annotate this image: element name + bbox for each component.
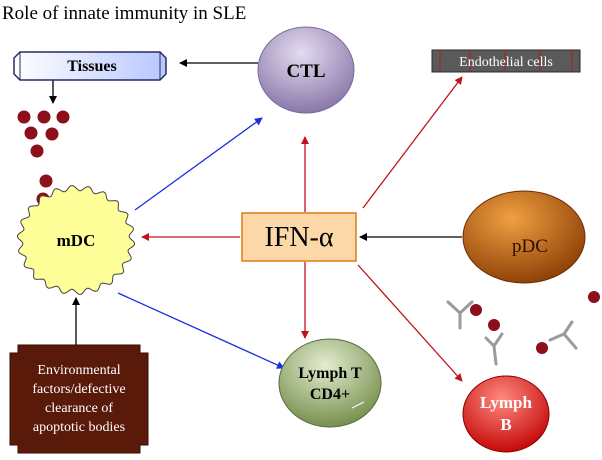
arrow-ifn-to-lymph-b	[357, 264, 463, 382]
tissues-box: Tissues	[13, 51, 167, 81]
antibody-icon	[548, 320, 578, 350]
environment-label-line1: Environmental	[37, 363, 120, 378]
antigen-particle	[536, 342, 548, 354]
arrow-mdc-to-ctl	[134, 117, 263, 211]
apoptotic-body	[39, 174, 53, 188]
antigen-particle	[488, 319, 500, 331]
antibody-icon	[484, 332, 504, 366]
arrow-mdc-to-lymph-t	[117, 292, 285, 369]
antigen-particle	[588, 291, 600, 303]
mdc-label: mDC	[57, 231, 96, 250]
ifn-alpha-box: IFN-α	[241, 212, 357, 262]
mdc-node: mDC	[16, 185, 136, 295]
diagram-title: Role of innate immunity in SLE	[2, 3, 246, 24]
apoptotic-body	[45, 127, 59, 141]
apoptotic-body	[17, 110, 31, 124]
ctl-node: CTL	[257, 26, 355, 114]
arrow-ifn-to-endothelial	[362, 76, 463, 209]
lymph-b-label-line2: B	[500, 415, 511, 434]
antigen-particle	[470, 304, 482, 316]
antibodies-group	[446, 300, 578, 366]
lymph-b-node: Lymph B	[462, 375, 550, 453]
environment-label-line3: clearance of	[45, 401, 113, 416]
apoptotic-body	[56, 110, 70, 124]
antigens-group	[470, 291, 600, 354]
ctl-label: CTL	[286, 61, 325, 82]
pdc-node: pDC	[462, 190, 586, 284]
environmental-factors-box: Environmental factors/defective clearanc…	[9, 344, 149, 454]
environment-label-line4: apoptotic bodies	[33, 420, 125, 435]
pdc-label: pDC	[512, 236, 548, 257]
lymph-t-node: Lymph T CD4+	[278, 338, 382, 428]
apoptotic-body	[37, 110, 51, 124]
receptor-mark	[351, 401, 365, 409]
endothelial-cells-box: Endothelial cells	[431, 49, 581, 73]
lymph-t-label-line2: CD4+	[310, 386, 350, 403]
lymph-b-label-line1: Lymph	[480, 393, 533, 412]
tissues-label: Tissues	[67, 58, 117, 75]
ifn-alpha-label: IFN-α	[264, 222, 333, 253]
apoptotic-body	[30, 144, 44, 158]
lymph-t-label-line1: Lymph T	[298, 365, 362, 382]
environment-label-line2: factors/defective	[32, 382, 125, 397]
antibody-icon	[446, 300, 474, 330]
endothelial-cells-label: Endothelial cells	[459, 55, 553, 70]
apoptotic-body	[24, 126, 38, 140]
